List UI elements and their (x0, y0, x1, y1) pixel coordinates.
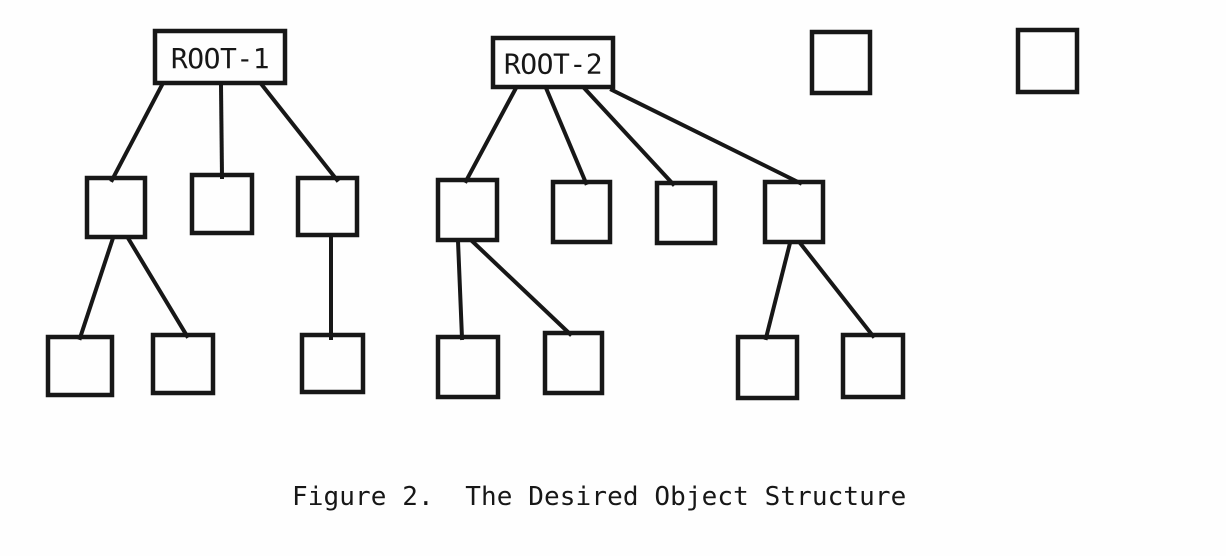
node-t2-leaf-2-box (542, 330, 605, 396)
node-t2-leaf-1 (435, 334, 501, 400)
edge-root-2-to-t2-child-3 (582, 86, 676, 187)
edge-root-2-to-t2-child-1 (463, 85, 519, 184)
edge-t1-child-1-to-t1-leaf-2 (125, 235, 190, 339)
node-unattached-1-box (809, 29, 873, 96)
figure-caption: Figure 2. The Desired Object Structure (292, 482, 907, 512)
node-t2-child-1-box (435, 177, 500, 243)
node-t2-leaf-2 (542, 330, 605, 396)
edge-root-2-to-t2-child-2 (543, 85, 589, 186)
node-t1-leaf-1 (45, 334, 115, 398)
node-unattached-2 (1015, 27, 1080, 95)
node-root-1: ROOT-1 (152, 28, 288, 86)
node-unattached-1 (809, 29, 873, 96)
node-t1-child-1 (84, 175, 148, 240)
node-t1-child-3 (295, 175, 360, 238)
node-t2-child-4-box (762, 179, 826, 245)
node-t2-leaf-4-box (840, 332, 906, 400)
node-t2-child-3 (654, 180, 718, 246)
node-t2-leaf-3 (735, 334, 800, 401)
node-t1-child-1-box (84, 175, 148, 240)
node-t2-child-2 (550, 179, 613, 245)
node-t2-child-4 (762, 179, 826, 245)
edge-root-1-to-t1-child-2 (218, 82, 225, 180)
node-t2-leaf-4 (840, 332, 906, 400)
node-t1-leaf-2-box (150, 332, 216, 396)
node-t2-leaf-1-box (435, 334, 501, 400)
edge-t2-child-4-to-t2-leaf-3 (763, 240, 793, 341)
edge-root-2-to-t2-child-4 (609, 87, 803, 186)
edge-root-1-to-t1-child-1 (109, 82, 165, 183)
node-root-2-label: ROOT-2 (504, 48, 602, 81)
edge-root-1-to-t1-child-3 (259, 82, 340, 183)
node-root-1-box (152, 28, 288, 86)
node-t1-child-2-box (189, 172, 255, 236)
node-t1-leaf-3 (299, 332, 366, 395)
node-root-1-label: ROOT-1 (171, 42, 269, 75)
node-unattached-2-box (1015, 27, 1080, 95)
node-t2-child-2-box (550, 179, 613, 245)
node-t1-leaf-3-box (299, 332, 366, 395)
node-t1-leaf-2 (150, 332, 216, 396)
edge-t2-child-1-to-t2-leaf-2 (469, 238, 573, 337)
node-t2-child-3-box (654, 180, 718, 246)
node-t2-leaf-3-box (735, 334, 800, 401)
node-t1-child-2 (189, 172, 255, 236)
node-t1-leaf-1-box (45, 334, 115, 398)
edge-t2-child-4-to-t2-leaf-4 (797, 240, 876, 339)
node-t2-child-1 (435, 177, 500, 243)
node-root-2-box (490, 35, 616, 90)
edge-t1-child-1-to-t1-leaf-1 (77, 235, 116, 341)
node-t1-child-3-box (295, 175, 360, 238)
node-root-2: ROOT-2 (490, 35, 616, 90)
edge-t2-child-1-to-t2-leaf-1 (455, 238, 465, 341)
